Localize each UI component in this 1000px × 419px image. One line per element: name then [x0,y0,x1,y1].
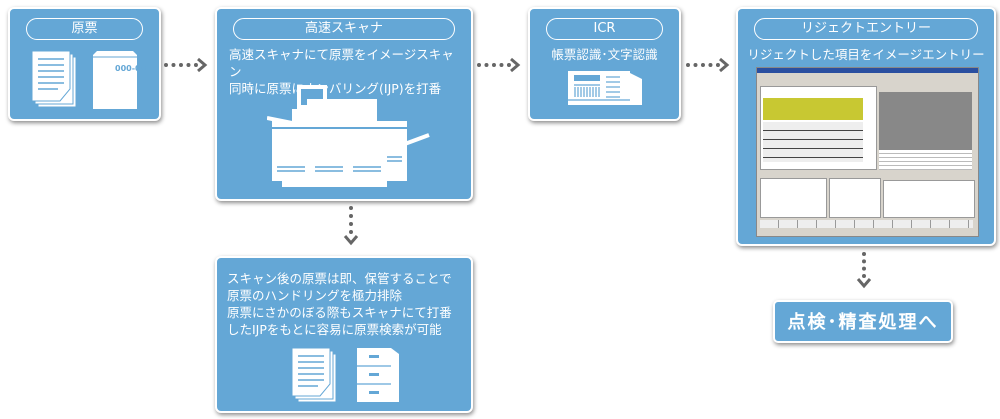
arrow-down-2 [862,252,866,278]
scanner-icon [267,85,430,187]
step-reject-entry: リジェクトエントリー リジェクトした項目をイメージエントリー [736,7,996,246]
icr-machine-icon [568,71,642,105]
envelope-icon [93,51,137,109]
storage-box: スキャン後の原票は即、保管することで 原票のハンドリングを極力排除 原票にさかの… [215,256,473,413]
step-description: 帳票認識･文字認識 [551,47,658,62]
step-title: 原票 [26,18,143,40]
chevron-right-icon [719,57,730,73]
envelope-code: 000-00 [115,64,147,73]
chevron-right-icon [510,57,521,73]
step-title: 高速スキャナ [233,18,455,40]
step-genpyo: 原票 000-00 [8,7,161,121]
storage-description: スキャン後の原票は即、保管することで 原票のハンドリングを極力排除 原票にさかの… [227,271,452,337]
chevron-right-icon [197,57,208,73]
document-stack-icon [32,51,77,108]
step-title: ICR [546,18,663,40]
entry-screen-screenshot [756,67,979,237]
arrow-2 [477,63,511,67]
arrow-down-1 [349,206,353,234]
document-stack-icon [292,348,337,403]
step-icr: ICR 帳票認識･文字認識 [528,7,681,121]
step-description: 高速スキャナにて原票をイメージスキャン 同時に原票にナンバリング(IJP)を打番 [229,47,454,96]
arrow-3 [686,63,720,67]
step-scanner: 高速スキャナ 高速スキャナにて原票をイメージスキャン 同時に原票にナンバリング(… [215,7,473,201]
chevron-down-icon [343,235,359,246]
step-title: リジェクトエントリー [754,18,978,40]
cabinet-icon [357,348,399,402]
chevron-down-icon [856,278,872,289]
final-step-button: 点検･精査処理へ [773,300,953,343]
step-description: リジェクトした項目をイメージエントリー [747,47,985,62]
arrow-1 [164,63,198,67]
